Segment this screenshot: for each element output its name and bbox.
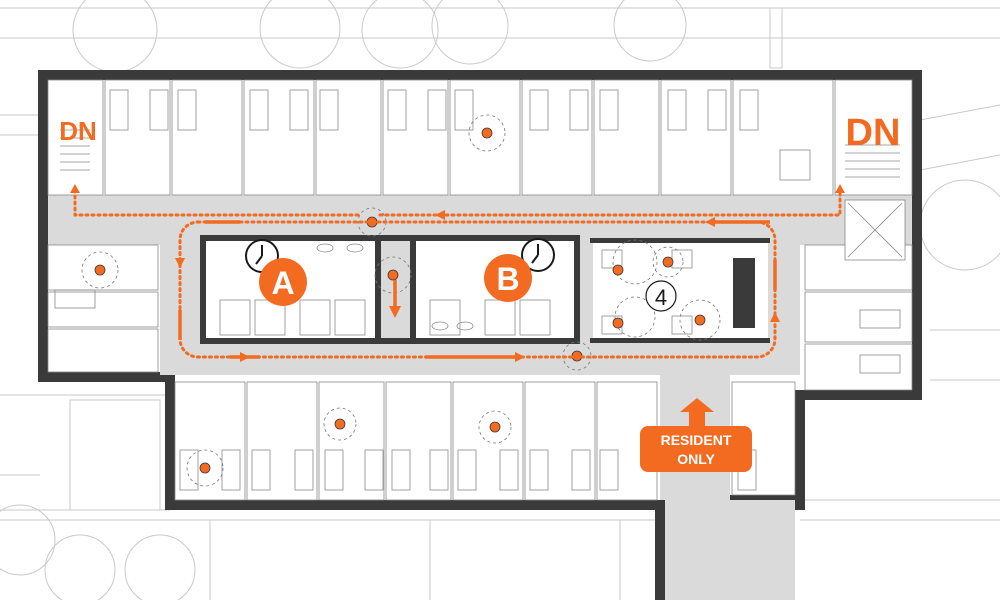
stair-right-label: DN [846, 112, 901, 154]
wheelchair-icon [334, 418, 346, 430]
clock-icon [521, 238, 555, 272]
wheelchair-icon [387, 269, 399, 281]
zone-a-marker: A [259, 258, 307, 306]
entrance-label-line1: RESIDENT [661, 432, 732, 448]
wheelchair-icon [199, 462, 211, 474]
top-bedrooms [47, 79, 913, 196]
zone-a-label: A [271, 265, 294, 301]
zone-b-label: B [496, 261, 519, 297]
wheelchair-icon [94, 264, 106, 276]
stair-left-label: DN [59, 116, 97, 146]
bottom-bedrooms [174, 381, 796, 501]
wheelchair-icon [489, 421, 501, 433]
wheelchair-icon [612, 317, 624, 329]
resident-entrance: RESIDENT ONLY [640, 398, 752, 472]
zone-b-marker: B [484, 254, 532, 302]
room-number-badge: 4 [645, 280, 677, 312]
building-walls [38, 70, 922, 600]
up-arrow-icon [680, 398, 714, 426]
wheelchair-icons [94, 127, 706, 474]
wheelchair-icon [662, 256, 674, 268]
entrance-label-line2: ONLY [677, 451, 715, 467]
wheelchair-icon [612, 264, 624, 276]
circulation-route [70, 184, 845, 362]
end-rooms [47, 199, 913, 391]
wheelchair-icon [481, 127, 493, 139]
wheelchair-icon [694, 314, 706, 326]
room-number: 4 [655, 285, 667, 310]
